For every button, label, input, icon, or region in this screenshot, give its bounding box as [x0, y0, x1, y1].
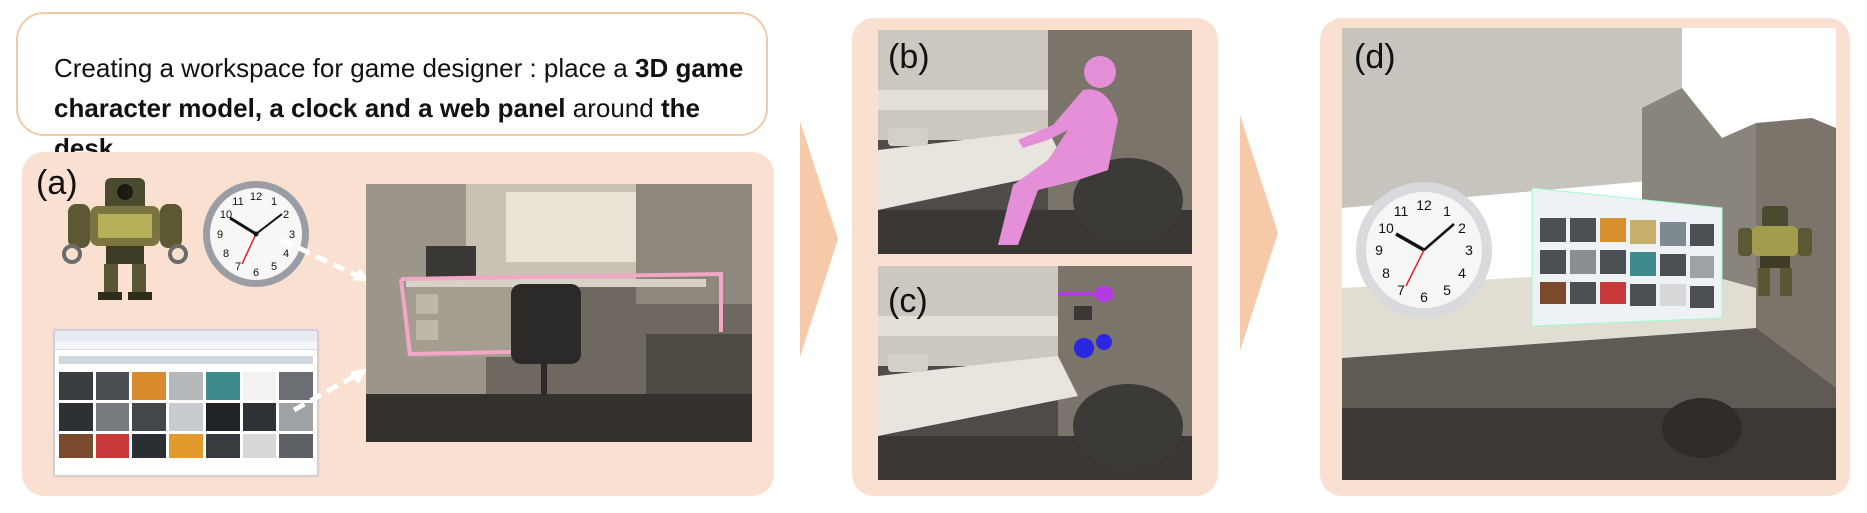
clock-d-number-2: 2	[1458, 220, 1466, 236]
clock-number-6: 6	[253, 267, 259, 279]
clock-d-number-12: 12	[1416, 197, 1432, 213]
clock-d-number-8: 8	[1382, 265, 1390, 281]
panel-b-label: (b)	[888, 38, 930, 76]
prompt-text-3: .	[113, 133, 121, 163]
room-scene-a	[366, 184, 752, 442]
prompt-bold-1: 3D game character model, a clock and a w…	[54, 53, 744, 123]
clock-d-number-9: 9	[1375, 242, 1383, 258]
clock-d-number-4: 4	[1458, 265, 1466, 281]
clock-d-number-10: 10	[1378, 220, 1394, 236]
clock-number-5: 5	[271, 261, 277, 273]
prompt-text: Creating a workspace for game designer :…	[54, 48, 766, 168]
room-scene-d: 12 1 2 3 4 5 6 7 8 9 10 11	[1342, 28, 1836, 480]
clock-d-number-3: 3	[1465, 242, 1473, 258]
clock-d-number-6: 6	[1420, 289, 1428, 305]
clock-d-number-11: 11	[1394, 203, 1409, 219]
panel-a-label: (a)	[36, 164, 78, 202]
clock-d-number-1: 1	[1443, 203, 1451, 219]
arrow-icon	[1240, 115, 1278, 351]
clock-number-10: 10	[220, 209, 232, 221]
room-scene-c	[878, 266, 1192, 480]
clock-d-number-7: 7	[1397, 282, 1405, 298]
clock-number-8: 8	[223, 248, 229, 260]
wall-clock-icon: 12 1 2 3 4 5 6 7 8 9 10 11	[203, 181, 309, 287]
room-scene-b	[878, 30, 1192, 254]
clock-number-11: 11	[232, 196, 243, 208]
panel-bc: (b) (c)	[852, 18, 1218, 496]
prompt-box: Creating a workspace for game designer :…	[16, 12, 768, 163]
clock-number-3: 3	[289, 229, 295, 241]
clock-d-number-5: 5	[1443, 282, 1451, 298]
clock-number-4: 4	[283, 248, 289, 260]
arrow-icon	[800, 121, 838, 357]
prompt-text-2: around	[565, 93, 661, 123]
panel-a: (a) 12 1 2 3 4 5 6 7 8 9 10 11	[22, 152, 774, 496]
panel-d: 12 1 2 3 4 5 6 7 8 9 10 11	[1320, 18, 1850, 496]
web-gallery-thumbnail	[54, 330, 318, 476]
prompt-text-1: Creating a workspace for game designer :…	[54, 53, 635, 83]
dashed-arrow-icon	[280, 237, 370, 413]
clock-number-9: 9	[217, 229, 223, 241]
robot-icon	[62, 178, 188, 300]
panel-c-label: (c)	[888, 282, 928, 320]
clock-number-7: 7	[235, 261, 241, 273]
panel-d-label: (d)	[1354, 38, 1396, 76]
clock-number-1: 1	[271, 196, 277, 208]
clock-number-2: 2	[283, 209, 289, 221]
clock-number-12: 12	[250, 191, 262, 203]
